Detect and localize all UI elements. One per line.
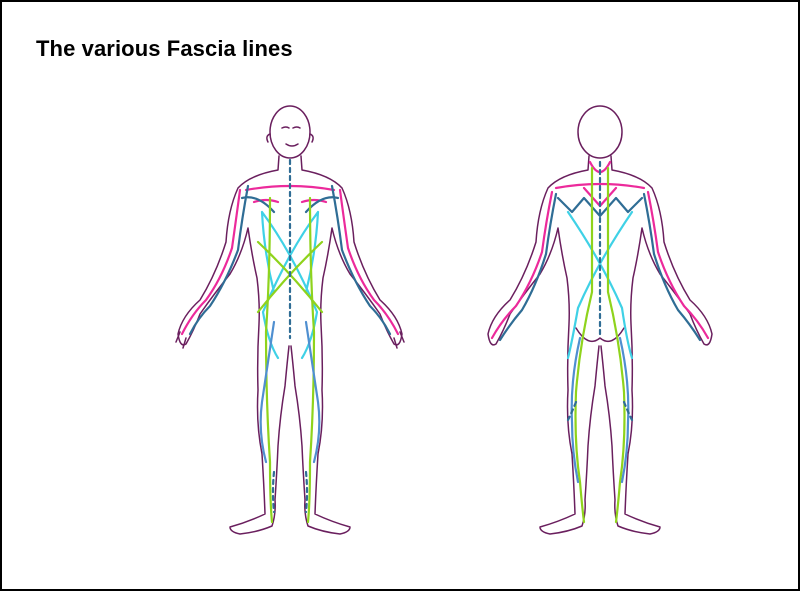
back-body-figure [472, 102, 727, 542]
front-body-svg [162, 102, 417, 542]
front-body-figure [162, 102, 417, 542]
back-body-svg [472, 102, 727, 542]
slide-title: The various Fascia lines [36, 36, 293, 62]
